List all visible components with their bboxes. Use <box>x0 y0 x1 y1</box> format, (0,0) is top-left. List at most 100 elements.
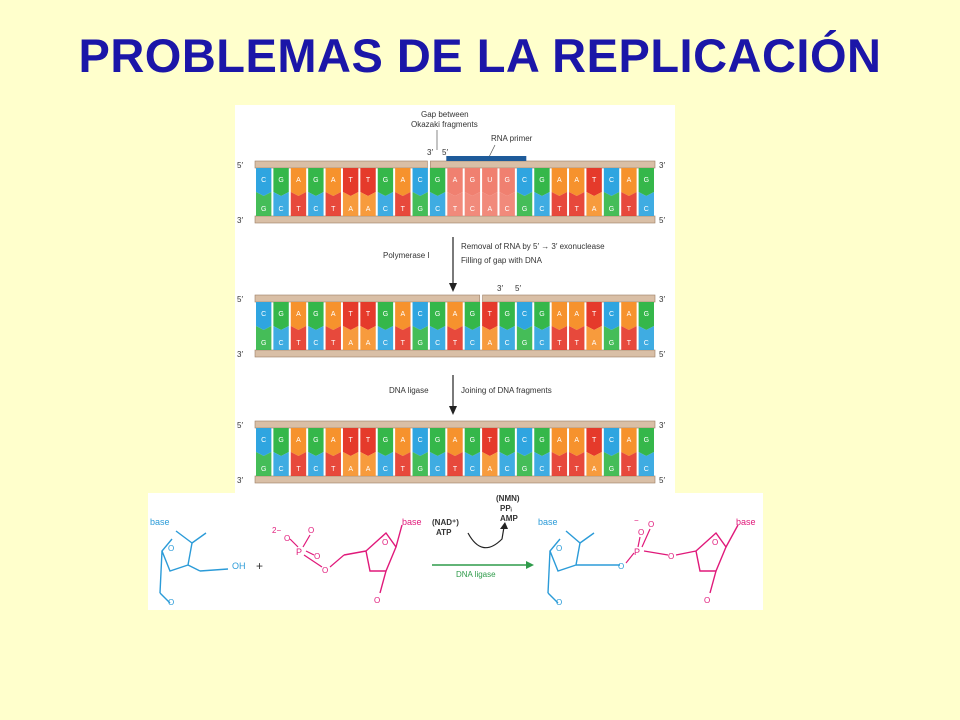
base-top <box>360 428 376 456</box>
dna-diagram: Gap between Okazaki fragments RNA primer… <box>237 110 665 485</box>
step1-arrowhead <box>449 283 457 292</box>
base-bottom <box>534 452 550 476</box>
base-letter: C <box>470 206 475 213</box>
base-letter: T <box>557 206 562 213</box>
product-phosphate-bonds <box>625 528 697 564</box>
base-letter: G <box>278 177 283 184</box>
base-bottom <box>551 192 568 216</box>
base-bottom <box>360 326 376 350</box>
base-bottom <box>482 452 498 476</box>
base-bottom <box>603 326 620 350</box>
base-top <box>499 168 515 196</box>
dna-row: CGGCATGCATTATAGCATCGGCATGCUAGCCGGCATATTA… <box>237 156 665 225</box>
base-top <box>290 428 307 456</box>
base-top <box>499 302 515 330</box>
base-letter: T <box>488 311 493 318</box>
base-bottom <box>447 192 463 216</box>
base-letter: G <box>504 437 509 444</box>
dna-row: CGGCATGCATTATAGCATCGGCATGCTAGCCGGCATATTA… <box>237 294 665 359</box>
phosphate-charge: 2− <box>272 526 281 535</box>
base-letter: G <box>470 177 475 184</box>
nad-label: (NAD⁺) <box>432 518 459 527</box>
base-letter: T <box>453 206 458 213</box>
base-bottom <box>256 192 272 216</box>
joining-label: Joining of DNA fragments <box>461 386 552 395</box>
base-bottom <box>342 192 359 216</box>
base-letter: C <box>261 177 266 184</box>
base-bottom <box>621 326 637 350</box>
base-letter: C <box>418 177 423 184</box>
phosphate-p: P <box>296 547 302 557</box>
base-letter: T <box>349 177 354 184</box>
base-top <box>273 302 289 330</box>
base-letter: A <box>296 311 301 318</box>
base-letter: G <box>313 311 318 318</box>
base-letter: G <box>644 177 649 184</box>
base-letter: A <box>557 311 562 318</box>
base-letter: T <box>592 437 597 444</box>
strand-end-label: 3′ <box>237 476 243 485</box>
base-letter: A <box>592 340 597 347</box>
base-letter: A <box>366 466 371 473</box>
base-bottom <box>638 192 654 216</box>
base-letter: C <box>418 311 423 318</box>
amp-label: AMP <box>500 514 518 523</box>
base-letter: U <box>487 177 492 184</box>
base-top <box>603 428 620 456</box>
nmn-label: (NMN) <box>496 494 520 503</box>
top-backbone <box>254 160 428 169</box>
base-letter: A <box>574 311 579 318</box>
phosphate-bonds <box>289 534 345 568</box>
base-letter: T <box>296 206 301 213</box>
base-bottom <box>325 326 341 350</box>
base-bottom <box>412 452 428 476</box>
base-bottom <box>621 452 637 476</box>
base-bottom <box>377 452 394 476</box>
base-letter: G <box>609 340 614 347</box>
cofactor-arrowhead <box>500 522 508 529</box>
base-letter: G <box>504 177 509 184</box>
base-bottom <box>499 192 515 216</box>
base-bottom <box>586 192 602 216</box>
rna-primer-label: RNA primer <box>491 134 533 143</box>
base-bottom <box>638 452 654 476</box>
base-top <box>447 302 463 330</box>
base-letter: T <box>557 466 562 473</box>
base-letter: C <box>383 340 388 347</box>
base-letter: C <box>522 177 527 184</box>
base-bottom <box>551 326 568 350</box>
base-bottom <box>569 192 585 216</box>
atp-label: ATP <box>436 528 452 537</box>
base-letter: A <box>296 177 301 184</box>
product-pink-base-label: base <box>736 517 756 527</box>
base-top <box>308 302 324 330</box>
base-top <box>342 168 359 196</box>
base-bottom <box>360 452 376 476</box>
product-blue-base-label: base <box>538 517 558 527</box>
base-top <box>447 168 463 196</box>
base-top <box>482 168 498 196</box>
base-letter: G <box>313 177 318 184</box>
base-bottom <box>482 326 498 350</box>
base-letter: C <box>435 206 440 213</box>
base-bottom <box>516 452 533 476</box>
base-top <box>429 302 446 330</box>
base-letter: C <box>313 340 318 347</box>
strand-end-label: 5′ <box>659 350 665 359</box>
base-letter: T <box>366 437 371 444</box>
base-bottom <box>621 192 637 216</box>
base-letter: C <box>522 311 527 318</box>
base-letter: A <box>453 311 458 318</box>
base-bottom <box>551 452 568 476</box>
base-letter: A <box>366 340 371 347</box>
base-bottom <box>464 452 481 476</box>
base-letter: C <box>539 340 544 347</box>
middle-base-label: base <box>402 517 422 527</box>
base-letter: A <box>400 437 405 444</box>
base-top <box>638 168 654 196</box>
base-top <box>342 302 359 330</box>
base-bottom <box>534 192 550 216</box>
base-bottom <box>569 452 585 476</box>
base-top <box>256 428 272 456</box>
base-letter: A <box>487 466 492 473</box>
